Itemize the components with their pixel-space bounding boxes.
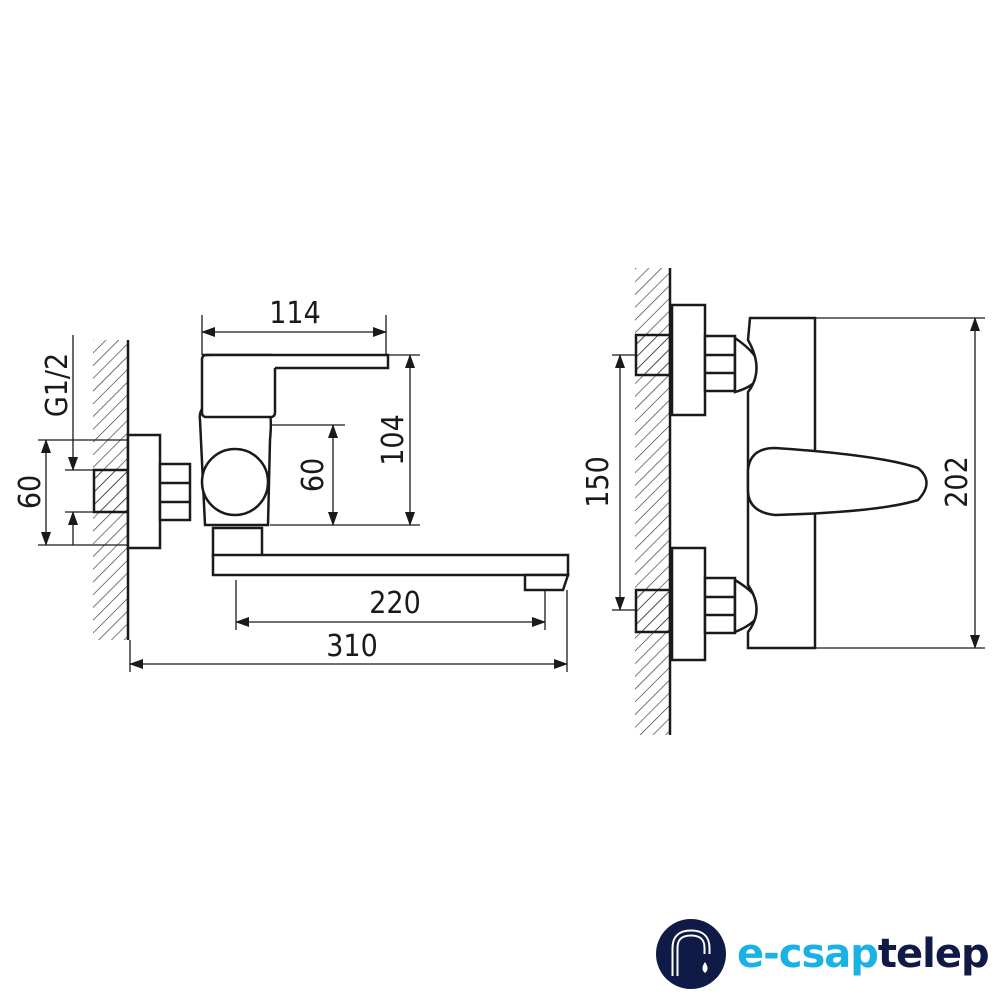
brand-name: e-csaptelep [737,931,990,977]
nut [158,462,192,522]
aerator [523,573,570,592]
brand-logo: e-csaptelep [655,918,990,990]
side-dimensions [38,315,568,672]
cartridge [200,447,270,517]
dim-60-inner: 60 [296,458,331,492]
flange [126,433,162,550]
brand-name-part1: e-csap [737,931,879,977]
dim-310: 310 [326,629,378,664]
dim-104: 104 [376,414,411,466]
dim-202: 202 [940,456,975,508]
dim-114: 114 [269,296,321,331]
dim-thread: G1/2 [40,353,75,417]
front-handle [746,446,928,517]
spout [211,553,570,577]
spout-base [211,526,264,558]
dim-60-inlet: 60 [13,475,48,509]
dim-150: 150 [581,456,616,508]
brand-name-part2: telep [877,931,990,977]
thread [92,468,130,514]
handle-lever [202,353,390,370]
side-view [92,340,570,640]
dim-220: 220 [369,586,421,621]
faucet-logo-icon [656,919,726,989]
front-dimensions [612,317,985,649]
front-view [634,268,928,735]
